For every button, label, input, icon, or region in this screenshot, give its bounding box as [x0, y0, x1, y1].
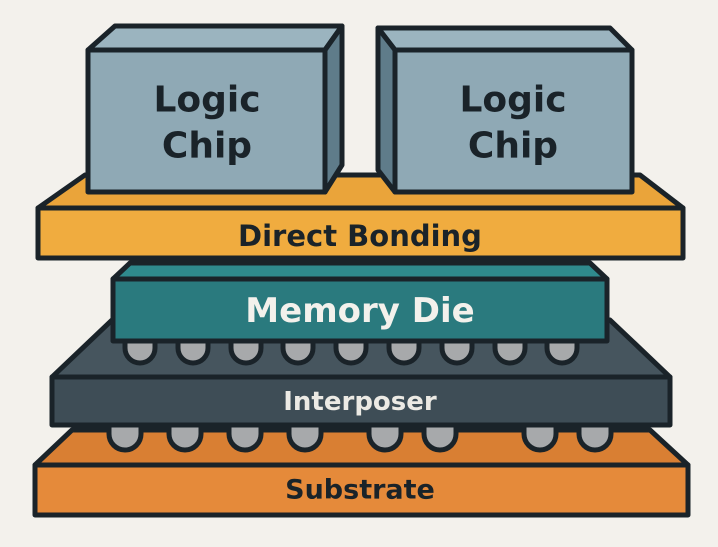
solder-bump — [122, 335, 158, 366]
solder-bump — [521, 420, 559, 453]
direct-bonding-label: Direct Bonding — [238, 219, 482, 253]
solder-bump — [228, 335, 264, 366]
solder-bump — [166, 420, 204, 453]
logic-chip-right: Logic Chip — [375, 25, 635, 195]
solder-bump — [175, 335, 211, 366]
memory-die-label: Memory Die — [245, 291, 474, 331]
logic-chip-left-line1: Logic — [153, 80, 260, 121]
memory-die-layer: Memory Die — [110, 260, 610, 344]
solder-bump — [286, 420, 324, 453]
substrate-layer: Substrate — [32, 420, 691, 518]
interposer-bumps — [122, 335, 580, 366]
substrate-bumps — [106, 420, 614, 453]
solder-bump — [421, 420, 459, 453]
substrate-label: Substrate — [285, 475, 435, 506]
solder-bump — [333, 335, 369, 366]
solder-bump — [106, 420, 144, 453]
logic-chip-left-line2: Chip — [162, 126, 252, 167]
logic-chip-right-line1: Logic — [459, 80, 566, 121]
solder-bump — [386, 335, 422, 366]
solder-bump — [492, 335, 528, 366]
solder-bump — [226, 420, 264, 453]
solder-bump — [366, 420, 404, 453]
logic-chip-right-line2: Chip — [468, 126, 558, 167]
solder-bump — [280, 335, 316, 366]
interposer-label: Interposer — [283, 387, 437, 417]
solder-bump — [439, 335, 475, 366]
solder-bump — [544, 335, 580, 366]
solder-bump — [576, 420, 614, 453]
logic-chip-left: Logic Chip — [85, 23, 345, 195]
